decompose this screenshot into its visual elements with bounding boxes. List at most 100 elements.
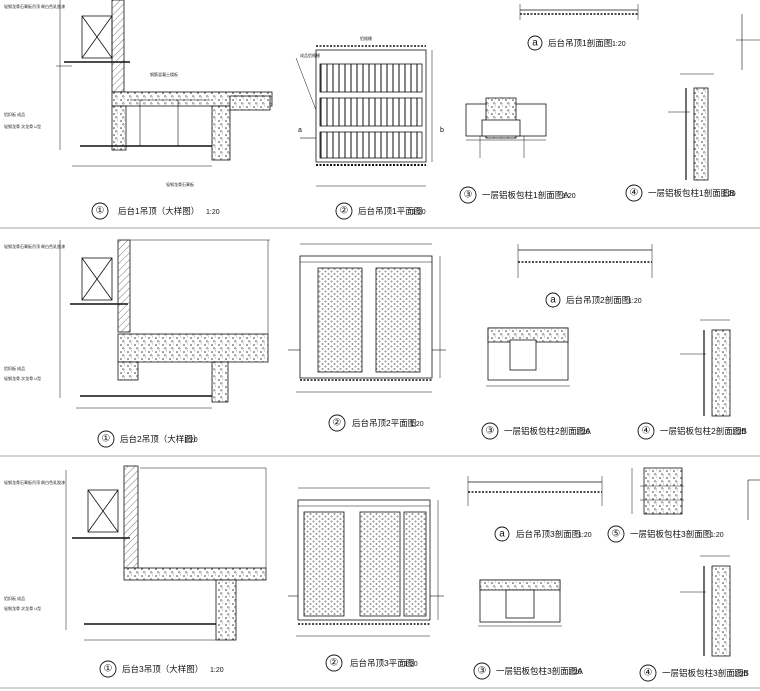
detail-2-notes: 轻钢龙骨石膏板吊顶 刷白色乳胶漆 铝扣板 成品 轻钢龙骨 次龙骨 U型	[4, 243, 65, 381]
column-section-A-3	[478, 579, 562, 627]
svg-text:铝格栅: 铝格栅	[360, 35, 372, 41]
view-title: 后台吊顶3剖面图	[516, 529, 580, 539]
view-title: 一层铝板包柱3剖面图B	[662, 668, 749, 678]
svg-text:轻钢龙骨 次龙骨 U型: 轻钢龙骨 次龙骨 U型	[4, 605, 41, 611]
view-label-2-2: ② 后台吊顶2平面图 1:20	[328, 414, 424, 432]
view-title: 一层铝板包柱2剖面图B	[660, 426, 747, 436]
svg-text:铝扣板 成品: 铝扣板 成品	[4, 595, 25, 601]
view-label-1-1: ① 后台1吊顶（大样图） 1:20	[91, 202, 220, 220]
view-number: ①	[102, 434, 111, 445]
view-title: 后台吊顶2平面图	[352, 418, 416, 428]
section-mark: b	[440, 127, 444, 134]
view-title: 后台吊顶3平面图	[350, 658, 414, 668]
svg-text:铝扣板 成品: 铝扣板 成品	[4, 111, 25, 117]
svg-text:铝扣板 成品: 铝扣板 成品	[4, 365, 25, 371]
svg-text:轻钢龙骨石膏板吊顶 刷白色乳胶漆: 轻钢龙骨石膏板吊顶 刷白色乳胶漆	[4, 243, 65, 249]
row-dividers	[0, 227, 760, 689]
svg-text:轻钢龙骨 次龙骨 U型: 轻钢龙骨 次龙骨 U型	[4, 123, 41, 129]
svg-text:轻钢龙骨石膏板吊顶 刷白色乳胶漆: 轻钢龙骨石膏板吊顶 刷白色乳胶漆	[4, 479, 65, 485]
view-number: a	[550, 295, 556, 306]
view-title: 后台3吊顶（大样图）	[122, 664, 203, 674]
view-label-2-1: ① 后台2吊顶（大样图） 1:20	[97, 430, 201, 448]
view-number: ①	[104, 664, 113, 675]
section-view-a-2	[517, 244, 653, 278]
view-number: a	[532, 38, 538, 49]
view-number: ②	[340, 206, 349, 217]
svg-text:轻钢龙骨 次龙骨 U型: 轻钢龙骨 次龙骨 U型	[4, 375, 41, 381]
view-number: ④	[642, 426, 651, 437]
view-scale: 1:20	[412, 209, 426, 216]
view-title: 一层铝板包柱3剖面图	[630, 529, 711, 539]
view-label-3-1: ① 后台3吊顶（大样图） 1:20	[99, 660, 224, 678]
column-section-A-2	[486, 327, 570, 387]
svg-text:成品铝格栅: 成品铝格栅	[300, 52, 320, 58]
view-number: ④	[630, 188, 639, 199]
plan-view-2	[288, 243, 446, 393]
view-label-1-2: ② 后台吊顶1平面图 1:20	[335, 202, 426, 220]
view-label-2-3: ③ 一层铝板包柱2剖面图A 1:20	[481, 422, 591, 440]
view-title: 后台吊顶2剖面图	[566, 295, 630, 305]
view-scale: 1:20	[404, 661, 418, 668]
view-title: 一层铝板包柱1剖面图B	[648, 188, 735, 198]
view-number: ③	[486, 426, 495, 437]
section-mark: a	[298, 127, 302, 134]
view-label-3-4: ④ 一层铝板包柱3剖面图B 1:20	[639, 664, 749, 682]
row-3: 轻钢龙骨石膏板吊顶 刷白色乳胶漆 铝扣板 成品 轻钢龙骨 次龙骨 U型 ① 后台…	[4, 465, 760, 682]
svg-text:轻钢龙骨石膏板: 轻钢龙骨石膏板	[166, 181, 194, 187]
detail-view-2	[59, 239, 270, 409]
view-title: 一层铝板包柱2剖面图A	[504, 426, 591, 436]
detail-1-notes: 轻钢龙骨石膏板吊顶 刷白色乳胶漆 铝扣板 成品 轻钢龙骨 次龙骨 U型 钢筋混凝…	[4, 3, 194, 187]
detail-3-notes: 轻钢龙骨石膏板吊顶 刷白色乳胶漆 铝扣板 成品 轻钢龙骨 次龙骨 U型	[4, 479, 65, 611]
view-scale: 1:20	[184, 437, 198, 444]
view-scale: 1:20	[210, 667, 224, 674]
view-label-1-a: a 后台吊顶1剖面图 1:20	[527, 35, 626, 51]
view-label-1-4: ④ 一层铝板包柱1剖面图B 1:20	[625, 184, 736, 202]
svg-text:钢筋混凝土楼板: 钢筋混凝土楼板	[150, 71, 178, 77]
view-title: 一层铝板包柱1剖面图A	[482, 190, 569, 200]
plan-1-marks: 成品铝格栅 铝格栅 a b	[298, 35, 444, 134]
view-title: 一层铝板包柱3剖面图A	[496, 666, 583, 676]
view-number: a	[499, 529, 505, 540]
view-number: ③	[478, 666, 487, 677]
column-section-B-1	[668, 73, 714, 181]
svg-text:轻钢龙骨石膏板吊顶 刷白色乳胶漆: 轻钢龙骨石膏板吊顶 刷白色乳胶漆	[4, 3, 65, 9]
view-title: 后台1吊顶（大样图）	[118, 206, 199, 216]
view-number: ③	[464, 190, 473, 201]
view-scale: 1:20	[612, 41, 626, 48]
plan-view-1	[295, 45, 433, 187]
view-scale: 1:20	[734, 671, 748, 678]
column-section-B-2	[680, 319, 731, 417]
view-title: 后台吊顶1剖面图	[548, 38, 612, 48]
detail-view-3	[65, 465, 267, 641]
view-scale: 1:20	[568, 669, 582, 676]
detail-view-1	[56, 0, 273, 167]
plan-view-3	[288, 487, 444, 637]
view-scale: 1:20	[578, 532, 592, 539]
view-title: 后台2吊顶（大样图）	[120, 434, 201, 444]
row-1: 轻钢龙骨石膏板吊顶 刷白色乳胶漆 铝扣板 成品 轻钢龙骨 次龙骨 U型 钢筋混凝…	[4, 0, 760, 220]
section-view-a-1	[519, 4, 639, 20]
column-section-A-1	[465, 97, 547, 158]
column-section-5	[631, 467, 684, 515]
view-label-1-3: ③ 一层铝板包柱1剖面图A 1:20	[459, 186, 576, 204]
view-scale: 1:20	[576, 429, 590, 436]
section-view-a-3	[467, 476, 603, 506]
view-scale: 1:20	[722, 191, 736, 198]
column-section-B-3	[680, 555, 731, 657]
view-label-3-2: ② 后台吊顶3平面图 1:20	[325, 654, 418, 672]
view-number: ②	[333, 418, 342, 429]
view-label-3-5: ⑤ 一层铝板包柱3剖面图 1:20	[607, 525, 724, 543]
view-number: ②	[330, 658, 339, 669]
view-label-2-4: ④ 一层铝板包柱2剖面图B 1:20	[637, 422, 747, 440]
view-label-2-a: a 后台吊顶2剖面图 1:20	[545, 292, 642, 308]
view-scale: 1:20	[710, 532, 724, 539]
view-scale: 1:20	[410, 421, 424, 428]
view-number: ①	[96, 206, 105, 217]
view-number: ④	[644, 668, 653, 679]
view-label-3-a: a 后台吊顶3剖面图 1:20	[494, 526, 592, 542]
view-title: 后台吊顶1平面图	[358, 206, 422, 216]
row-2: 轻钢龙骨石膏板吊顶 刷白色乳胶漆 铝扣板 成品 轻钢龙骨 次龙骨 U型 ① 后台…	[4, 239, 747, 448]
view-scale: 1:20	[732, 429, 746, 436]
view-number: ⑤	[612, 529, 621, 540]
